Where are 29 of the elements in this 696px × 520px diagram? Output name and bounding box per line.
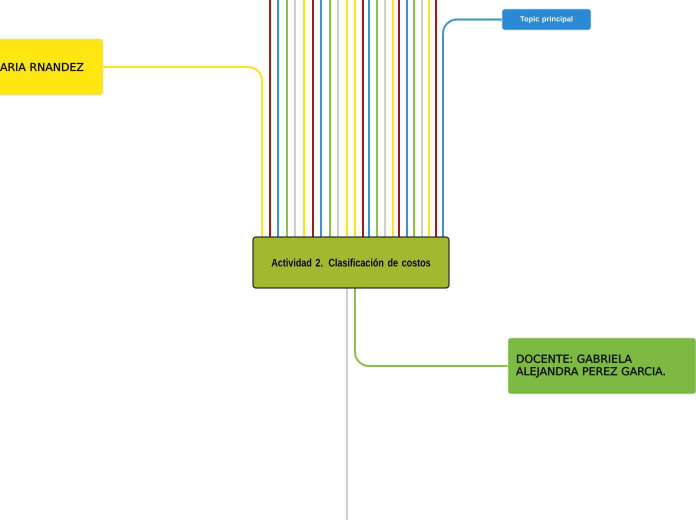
branch-line <box>384 0 386 236</box>
branch-line <box>269 0 271 236</box>
branch-line <box>406 0 408 236</box>
branch-line <box>312 0 314 236</box>
topic-box: ARIA RNANDEZ <box>0 38 104 96</box>
branch-line <box>428 0 430 236</box>
branch-line <box>346 288 348 520</box>
branch-line <box>376 0 378 236</box>
connector-line <box>103 66 263 236</box>
branch-line <box>346 0 348 236</box>
branch-line <box>421 0 423 236</box>
connector-line <box>354 288 508 367</box>
branch-line <box>354 0 356 236</box>
branch-line <box>329 0 331 236</box>
branch-line <box>368 0 370 236</box>
branch-line <box>337 0 339 236</box>
branch-line <box>392 0 394 236</box>
branch-line <box>413 0 415 236</box>
connector-line <box>442 18 502 236</box>
central-topic-box: Actividad 2. Clasificación de costos <box>252 236 450 288</box>
branch-line <box>303 0 305 236</box>
branch-line <box>320 0 322 236</box>
branch-line <box>398 0 400 236</box>
branch-line <box>277 0 279 236</box>
branch-line <box>435 0 437 236</box>
branch-line <box>362 0 364 236</box>
branch-line <box>286 0 288 236</box>
branch-line <box>294 0 296 236</box>
topic-box: DOCENTE: GABRIELA ALEJANDRA PEREZ GARCIA. <box>508 338 696 394</box>
